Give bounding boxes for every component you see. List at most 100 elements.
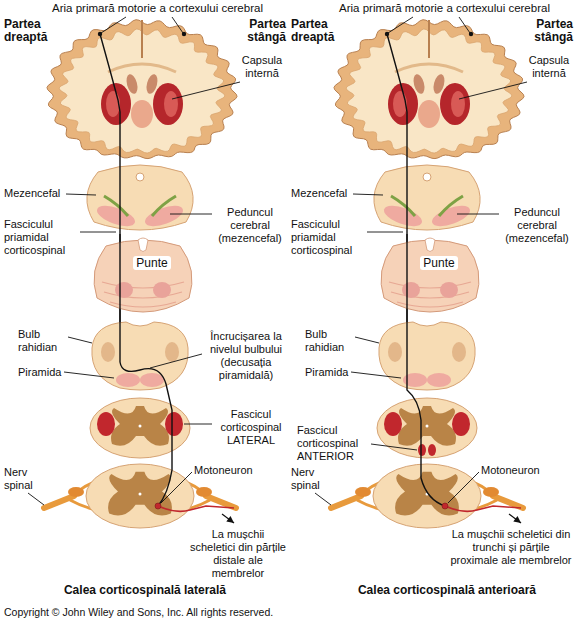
- leader-line: [351, 372, 401, 378]
- substantia-nigra: [439, 196, 463, 216]
- spinal-ganglion: [196, 487, 212, 497]
- structure-label: Fascicul corticospinal ANTERIOR: [297, 424, 379, 463]
- arrow-head: [513, 516, 521, 523]
- structure-label: Bulb rahidian: [18, 328, 78, 354]
- leader-line: [150, 354, 202, 368]
- cerebral-aqueduct: [423, 173, 431, 181]
- panel-caption: Calea corticospinală laterală: [30, 584, 260, 597]
- leader-line: [172, 82, 240, 99]
- pons-label: Punte: [420, 256, 457, 270]
- arrow-shaft: [222, 514, 234, 523]
- lateral-tract: [97, 412, 115, 436]
- central-canal: [139, 493, 142, 496]
- fourth-ventricle: [425, 238, 435, 252]
- structure-label: Încrucișarea la nivelul bulbului (decusa…: [204, 330, 288, 382]
- leader-line: [371, 444, 417, 450]
- pons-section: Punte: [375, 236, 485, 320]
- structure-label: Nerv spinal: [4, 466, 54, 492]
- basal-ganglia: [101, 83, 131, 125]
- arrow-shaft: [509, 514, 521, 523]
- basal-ganglia-inner: [164, 91, 178, 117]
- structure-label: Fasciculul priamidal corticospinal: [291, 218, 371, 257]
- spinal-nerve: [44, 496, 74, 508]
- motoneuron-body: [155, 503, 161, 509]
- spinal-ganglion: [68, 487, 84, 497]
- pyramid: [140, 373, 164, 387]
- corpus-callosum: [108, 64, 176, 72]
- structure-label: Peduncul cerebral (mezencefal): [214, 206, 286, 245]
- structure-label: La mușchii scheletici din părțile distal…: [188, 528, 288, 580]
- fourth-ventricle: [138, 238, 148, 252]
- leader-line: [68, 337, 92, 343]
- anterior-tract: [428, 444, 436, 456]
- basal-ganglia-inner: [106, 91, 120, 117]
- pontine-tract: [440, 282, 458, 298]
- pathway-panel: [28, 17, 240, 528]
- pons-outline: [88, 236, 198, 320]
- structure-label: Fascicul corticospinal LATERAL: [214, 408, 288, 447]
- structure-label: Fasciculul priamidal corticospinal: [4, 218, 84, 257]
- basal-ganglia: [153, 83, 183, 125]
- pyramid: [116, 373, 140, 387]
- olive: [101, 342, 115, 362]
- area-label: Aria primară motorie a cortexului cerebr…: [30, 2, 285, 15]
- pons-section: Punte: [88, 236, 198, 320]
- basal-ganglia: [388, 83, 418, 125]
- leader-line: [172, 17, 183, 33]
- leader-line: [28, 493, 44, 505]
- spinal-ganglion: [355, 487, 371, 497]
- olive: [165, 342, 179, 362]
- corticospinal-tract: [406, 234, 407, 322]
- basal-ganglia: [440, 83, 470, 125]
- leader-line: [353, 194, 383, 195]
- longitudinal-fissure: [428, 20, 430, 58]
- anterior-tract: [418, 444, 426, 456]
- structure-label: Mezencefal: [4, 187, 84, 200]
- structure-label: Mezencefal: [291, 187, 371, 200]
- cerebral-aqueduct: [136, 173, 144, 181]
- side-label: Partea dreaptă: [4, 18, 60, 44]
- spinal-cord-section: [86, 464, 194, 528]
- leader-line: [101, 17, 126, 33]
- panel-caption: Calea corticospinală anterioară: [327, 584, 567, 597]
- thalamus: [418, 100, 440, 128]
- transverse-fibers: [102, 282, 184, 288]
- cerebral-cortex: [47, 20, 237, 159]
- leader-line: [315, 493, 331, 505]
- basal-ganglia-inner: [393, 91, 407, 117]
- leader-line: [459, 82, 527, 99]
- structure-label: Capsula internă: [523, 54, 575, 80]
- substantia-nigra: [104, 196, 128, 216]
- structure-label: La mușchii scheletici din trunchi și păr…: [450, 528, 572, 567]
- pontine-tract: [115, 282, 133, 298]
- leader-line: [64, 372, 114, 378]
- copyright-note: Copyright © John Wiley and Sons, Inc. Al…: [4, 606, 334, 619]
- pons-label: Punte: [133, 256, 170, 270]
- cerebral-cortex: [334, 20, 524, 159]
- side-label: Partea stângă: [232, 18, 286, 44]
- area-label: Aria primară motorie a cortexului cerebr…: [317, 2, 572, 15]
- medulla-section: [379, 322, 475, 390]
- motoneuron-body: [442, 503, 448, 509]
- structure-label: Motoneuron: [194, 464, 274, 477]
- leader-line: [457, 214, 499, 215]
- structure-label: Nerv spinal: [291, 466, 341, 492]
- structure-label: Piramida: [305, 366, 365, 379]
- pontine-tract: [402, 282, 420, 298]
- grey-matter: [395, 472, 459, 516]
- structure-label: Motoneuron: [481, 464, 561, 477]
- corticospinal-tract: [119, 234, 120, 322]
- grey-matter: [398, 406, 456, 446]
- central-canal: [426, 425, 429, 428]
- arrow-head: [226, 516, 234, 523]
- lateral-tract: [384, 412, 402, 436]
- leader-line: [459, 17, 470, 33]
- spinal-cord-section: [377, 398, 477, 458]
- structure-label: Bulb rahidian: [305, 328, 365, 354]
- lateral-tract: [452, 412, 470, 436]
- structure-label: Peduncul cerebral (mezencefal): [501, 206, 573, 245]
- pyramid: [427, 373, 451, 387]
- lateral-tract: [165, 412, 183, 436]
- leader-line: [448, 472, 479, 503]
